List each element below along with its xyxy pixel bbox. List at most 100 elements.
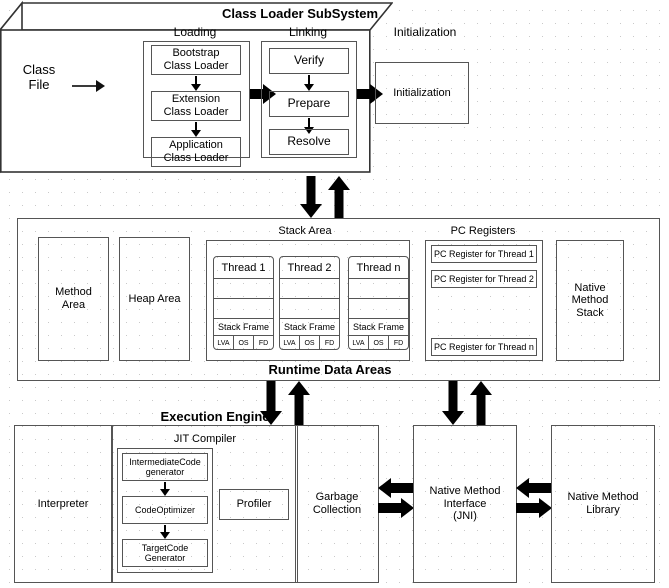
thread-1-column[interactable]: Thread 1 Stack Frame LVA OS FD — [213, 256, 274, 350]
linking-arrow-1-icon — [299, 75, 319, 91]
prepare-label: Prepare — [287, 96, 331, 111]
linking-to-initialization-arrow-icon — [357, 84, 383, 104]
resolve-label: Resolve — [287, 134, 331, 149]
heap-area-label: Heap Area — [128, 292, 181, 305]
jit-stages-group-box — [117, 448, 213, 573]
extension-class-loader-box[interactable]: Extension Class Loader — [151, 91, 241, 121]
nml-line2: Library — [586, 504, 620, 516]
linking-arrow-2-icon — [299, 118, 319, 134]
interpreter-box[interactable]: Interpreter — [14, 425, 112, 583]
native-method-library-box[interactable]: Native Method Library — [551, 425, 655, 583]
thread-n-stack-frame-label: Stack Frame — [349, 319, 408, 336]
native-method-stack-line2: Method — [571, 294, 609, 307]
nml-line1: Native Method — [567, 491, 639, 504]
thread-2-column[interactable]: Thread 2 Stack Frame LVA OS FD — [279, 256, 340, 350]
thread-n-column[interactable]: Thread n Stack Frame LVA OS FD — [348, 256, 409, 350]
application-line1: Application — [169, 139, 223, 152]
execution-engine-title: Execution Engine — [160, 409, 270, 424]
native-method-stack-line3: Stack — [576, 306, 604, 319]
loading-arrow-1-icon — [186, 76, 206, 91]
linking-group-box — [261, 41, 357, 158]
resolve-box[interactable]: Resolve — [269, 129, 349, 155]
method-area-line1: Method — [55, 286, 92, 299]
prepare-box[interactable]: Prepare — [269, 91, 349, 117]
extension-line2: Class Loader — [163, 106, 229, 118]
application-class-loader-box[interactable]: Application Class Loader — [151, 137, 241, 167]
pc-register-thread-2[interactable]: PC Register for Thread 2 — [431, 270, 537, 288]
native-method-interface-box[interactable]: Native Method Interface (JNI) — [413, 425, 517, 583]
pc-register-thread-2-label: PC Register for Thread 2 — [434, 273, 534, 284]
initialization-label: Initialization — [393, 86, 451, 99]
intermediate-code-generator-box[interactable]: IntermediateCode generator — [122, 453, 208, 481]
icg-line1: IntermediateCode — [129, 456, 201, 467]
ee-to-runtime-up-arrow-icon — [287, 381, 311, 425]
pc-registers-title: PC Registers — [450, 225, 516, 237]
runtime-data-areas-title: Runtime Data Areas — [268, 362, 392, 377]
runtime-to-ee-down-arrow-icon — [259, 381, 283, 425]
loading-arrow-2-icon — [186, 122, 206, 137]
pc-register-thread-n-label: PC Register for Thread n — [434, 341, 534, 352]
thread-1-frame-cells: LVA OS FD — [214, 336, 273, 349]
profiler-label: Profiler — [236, 498, 272, 511]
jit-compiler-title: JIT Compiler — [173, 433, 237, 445]
class-loader-subsystem-3d-shell — [0, 0, 393, 175]
library-to-jni-arrow-icon — [516, 478, 552, 498]
thread-n-name: Thread n — [349, 257, 408, 279]
jni-line1: Native Method — [429, 485, 501, 498]
icg-line2: generator — [145, 467, 185, 477]
thread-n-cell-lva: LVA — [349, 336, 369, 349]
thread-1-empty-frame-1 — [214, 279, 273, 299]
native-method-stack-box[interactable]: Native Method Stack — [556, 240, 624, 361]
pc-registers-box — [425, 240, 543, 361]
heap-area-box[interactable]: Heap Area — [119, 237, 190, 361]
class-file-line2: File — [28, 76, 50, 92]
gc-line2: Collection — [312, 504, 362, 516]
initialization-box[interactable]: Initialization — [375, 62, 469, 124]
thread-n-cell-os: OS — [369, 336, 389, 349]
stack-area-box — [206, 240, 410, 361]
application-line2: Class Loader — [163, 152, 229, 164]
phase-title-loading: Loading — [173, 25, 217, 39]
interpreter-label: Interpreter — [37, 497, 89, 510]
pc-register-thread-n[interactable]: PC Register for Thread n — [431, 338, 537, 356]
classloader-to-runtime-down-arrow-icon — [299, 176, 323, 218]
jit-arrow-1-icon — [155, 482, 175, 496]
bootstrap-line2: Class Loader — [163, 60, 229, 72]
thread-2-cell-os: OS — [300, 336, 320, 349]
thread-2-empty-frame-2 — [280, 299, 339, 319]
thread-2-cell-fd: FD — [324, 339, 335, 347]
tcg-line1: TargetCode — [141, 542, 189, 553]
thread-n-cell-fd: FD — [393, 339, 404, 347]
runtime-to-jni-down-arrow-icon — [441, 381, 465, 425]
bootstrap-class-loader-box[interactable]: Bootstrap Class Loader — [151, 45, 241, 75]
thread-n-frame-cells: LVA OS FD — [349, 336, 408, 349]
thread-n-empty-frame-1 — [349, 279, 408, 299]
verify-label: Verify — [293, 53, 324, 68]
jni-to-runtime-up-arrow-icon — [469, 381, 493, 425]
class-file-line1: Class — [22, 62, 56, 77]
stack-area-title: Stack Area — [278, 225, 332, 237]
phase-title-linking: Linking — [288, 25, 328, 39]
thread-1-cell-fd: FD — [258, 339, 269, 347]
thread-2-name: Thread 2 — [280, 257, 339, 279]
code-optimizer-label: CodeOptimizer — [134, 504, 196, 515]
method-area-box[interactable]: Method Area — [38, 237, 109, 361]
target-code-generator-box[interactable]: TargetCode Generator — [122, 539, 208, 567]
pc-register-thread-1-label: PC Register for Thread 1 — [434, 248, 534, 259]
runtime-to-classloader-up-arrow-icon — [327, 176, 351, 218]
profiler-box[interactable]: Profiler — [219, 489, 289, 520]
garbage-collection-box[interactable]: Garbage Collection — [295, 425, 379, 583]
class-file-label: Class File — [6, 62, 72, 93]
phase-title-initialization: Initialization — [393, 25, 457, 39]
verify-box[interactable]: Verify — [269, 48, 349, 74]
jni-line3: (JNI) — [453, 510, 477, 523]
thread-1-cell-lva: LVA — [214, 336, 234, 349]
gc-to-jni-arrow-icon — [378, 498, 414, 518]
method-area-line2: Area — [61, 299, 86, 311]
jni-line2: Interface — [443, 497, 487, 510]
class-loader-subsystem-title: Class Loader SubSystem — [221, 6, 379, 21]
loading-group-box — [143, 41, 250, 158]
pc-register-thread-1[interactable]: PC Register for Thread 1 — [431, 245, 537, 263]
thread-2-empty-frame-1 — [280, 279, 339, 299]
code-optimizer-box[interactable]: CodeOptimizer — [122, 496, 208, 524]
